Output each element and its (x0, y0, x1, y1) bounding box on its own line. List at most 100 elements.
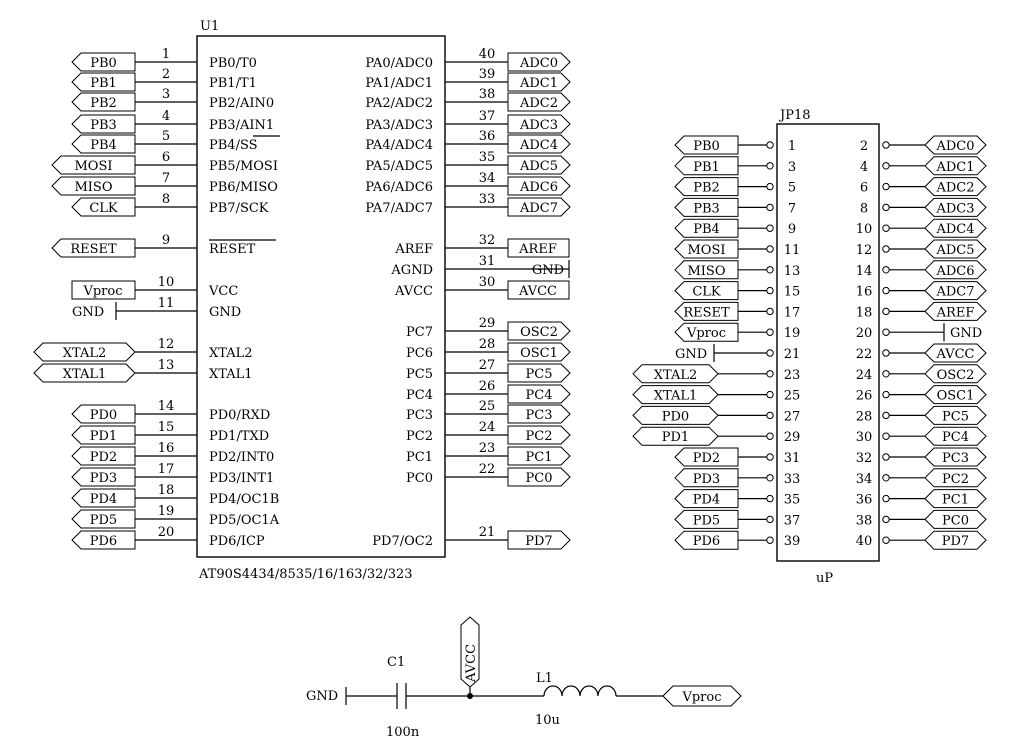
inductor-ref-label: L1 (536, 671, 553, 686)
u1-pin-37-number: 37 (479, 109, 496, 124)
jp18-pin-12-number: 12 (856, 243, 873, 258)
u1-net-pd7-label: PD7 (525, 534, 552, 549)
u1-pin-3-name: PB2/AIN0 (209, 96, 274, 111)
u1-pin-21-number: 21 (479, 525, 496, 540)
u1-pin-20-number: 20 (158, 525, 175, 540)
jp18-pin-38-number: 38 (856, 513, 873, 528)
jp18-net-adc6-right-flag (924, 260, 987, 280)
jp18-net-adc2-right-label: ADC2 (935, 181, 974, 196)
jp18-net-osc1-right-flag (924, 385, 987, 405)
jp18-net-pd2-left-label: PD2 (693, 451, 720, 466)
jp18-pin-27-terminal (766, 411, 774, 420)
jp18-pin-36-number: 36 (856, 493, 873, 508)
jp18-pin-37-terminal (766, 515, 774, 524)
jp18-pin-3-terminal (766, 162, 774, 170)
jp18-net-pc3-right-label: PC3 (942, 451, 969, 466)
u1-net-xtal2-flag (33, 342, 136, 362)
u1-pin-33-name: PA7/ADC7 (365, 201, 433, 216)
u1-pin-39-name: PA1/ADC1 (365, 76, 433, 91)
jp18-net-pb2-left-flag (674, 177, 739, 197)
jp18-pin-31-number: 31 (784, 451, 801, 466)
u1-pin-2-number: 2 (162, 67, 170, 82)
jp18-net-xtal1-left-flag (632, 385, 719, 405)
u1-pin-19-number: 19 (158, 504, 175, 519)
u1-agnd-label: GND (532, 263, 564, 278)
jp18-pin-22-terminal (882, 349, 890, 357)
u1-pin-29-number: 29 (479, 316, 496, 331)
jp18-net-pd1-left-flag (632, 426, 719, 446)
jp18-pin-2-terminal (882, 141, 890, 149)
jp18-body (776, 123, 880, 562)
jp18-net-pb3-left-label: PB3 (693, 201, 720, 216)
u1-net-pd3-flag (71, 467, 136, 487)
u1-pin-16-number: 16 (158, 441, 175, 456)
u1-vproc-label: Vproc (82, 284, 122, 299)
capacitor-ref-label: C1 (387, 655, 405, 670)
u1-pin-27-number: 27 (479, 358, 496, 373)
jp18-net-pc1-right-label: PC1 (942, 493, 969, 508)
jp18-value-label: uP (816, 571, 833, 586)
jp18-net-clk-left-flag (674, 281, 739, 301)
jp18-pin-35-number: 35 (784, 493, 801, 508)
jp18-net-pb2-left-label: PB2 (693, 181, 720, 196)
u1-pin-8-number: 8 (162, 192, 170, 207)
u1-pin-1-number: 1 (162, 47, 170, 62)
u1-pin-27-name: PC5 (406, 367, 433, 382)
u1-net-adc2-label: ADC2 (519, 96, 558, 111)
u1-net-pb4-flag (71, 134, 136, 154)
u1-net-mosi-label: MOSI (74, 159, 112, 174)
u1-pin-20-name: PD6/ICP (209, 534, 265, 549)
jp18-net-adc6-right-label: ADC6 (935, 264, 974, 279)
u1-net-adc0-flag (507, 52, 571, 72)
jp18-pin-32-terminal (882, 453, 890, 461)
jp18-net-pd5-left-label: PD5 (693, 513, 720, 528)
jp18-net-pb1-left-flag (674, 156, 739, 176)
jp18-pin-35-terminal (766, 494, 774, 503)
vproc-net-flag (662, 685, 742, 707)
u1-pin-34-name: PA6/ADC6 (365, 180, 433, 195)
u1-net-aref-flag (507, 238, 570, 258)
u1-pin-9-name: RESET (209, 242, 256, 257)
jp18-pin-2-number: 2 (860, 139, 868, 154)
jp18-ref-label: JP18 (778, 108, 811, 123)
u1-net-adc5-flag (507, 155, 571, 175)
jp18-net-pc2-right-label: PC2 (942, 472, 969, 487)
u1-net-pc4-flag (507, 384, 571, 404)
jp18-pin-11-terminal (766, 245, 774, 253)
u1-net-pb2-label: PB2 (90, 96, 117, 111)
u1-net-mosi-flag (51, 155, 136, 175)
jp18-net-pc0-right-flag (924, 509, 987, 529)
u1-pin-12-number: 12 (158, 337, 175, 352)
avcc-net-label: AVCC (464, 644, 479, 683)
jp18-pin-15-number: 15 (784, 285, 801, 300)
jp18-net-adc4-right-flag (924, 218, 987, 238)
u1-net-pc2-label: PC2 (526, 429, 553, 444)
jp18-net-pd6-left-label: PD6 (693, 534, 720, 549)
u1-net-miso-flag (51, 176, 136, 196)
u1-pin-4-number: 4 (162, 109, 170, 124)
u1-pin-35-number: 35 (479, 150, 496, 165)
u1-pin-6-name: PB5/MOSI (209, 159, 278, 174)
jp18-pin-30-terminal (882, 432, 890, 440)
jp18-pin-17-terminal (766, 307, 774, 316)
jp18-net-osc2-right-label: OSC2 (937, 368, 975, 383)
jp18-pin-10-terminal (882, 224, 890, 232)
u1-pin-5-number: 5 (162, 129, 170, 144)
u1-vproc-flag (71, 280, 136, 300)
u1-pin-31-name: AGND (390, 263, 433, 278)
jp18-pin-37-number: 37 (784, 513, 801, 528)
u1-net-xtal1-label: XTAL1 (63, 367, 107, 382)
jp18-net-pd3-left-flag (674, 468, 739, 488)
u1-pin-11-name: GND (209, 305, 241, 320)
u1-net-avcc-flag (507, 280, 570, 300)
jp18-pin-26-terminal (882, 390, 890, 399)
jp18-net-adc1-right-flag (924, 156, 987, 176)
jp18-pin-25-terminal (766, 390, 774, 399)
inductor-coil (543, 685, 617, 697)
jp18-net-mosi-left-label: MOSI (687, 243, 725, 258)
u1-pin-24-number: 24 (479, 420, 496, 435)
u1-net-pd3-label: PD3 (90, 471, 117, 486)
u1-body (196, 35, 446, 558)
jp18-pin-30-number: 30 (856, 430, 873, 445)
u1-net-adc3-label: ADC3 (519, 118, 558, 133)
